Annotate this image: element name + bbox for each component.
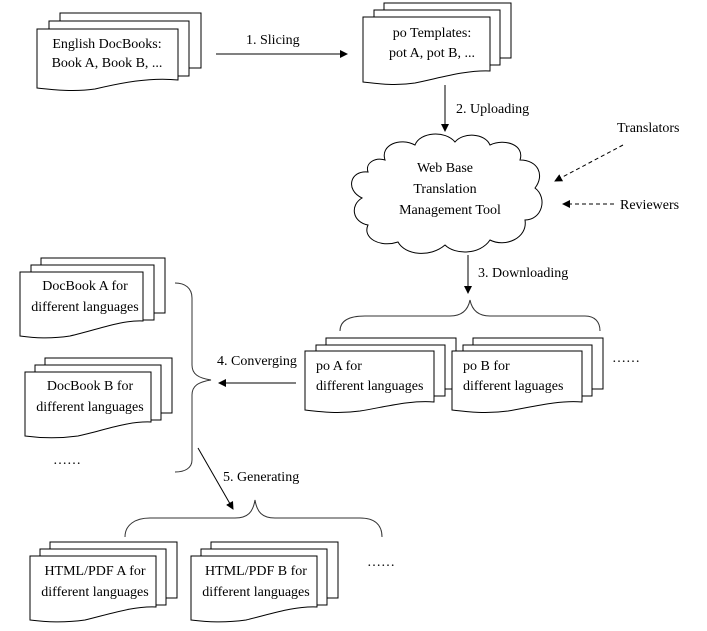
html-pdf-a-line-2: different languages bbox=[41, 585, 148, 600]
docbook-b-line-2: different languages bbox=[36, 400, 143, 415]
po-more-ellipsis: …… bbox=[612, 351, 640, 366]
reviewers-label: Reviewers bbox=[620, 198, 679, 213]
tool-line-1: Web Base bbox=[417, 161, 473, 176]
docbook-a-node: DocBook A for different languages bbox=[19, 257, 166, 339]
po-files-brace bbox=[339, 299, 601, 332]
html-pdf-brace bbox=[124, 499, 383, 538]
docbook-b-node: DocBook B for different languages bbox=[24, 357, 173, 439]
po-b-line-1: po B for bbox=[463, 359, 510, 374]
html-pdf-more-ellipsis: …… bbox=[367, 555, 395, 570]
html-pdf-b-node: HTML/PDF B for different languages bbox=[190, 541, 339, 623]
translation-tool-cloud: Web Base Translation Management Tool bbox=[351, 133, 543, 254]
po-b-line-2: different laguages bbox=[463, 379, 563, 394]
po-b-node: po B for different laguages bbox=[451, 337, 604, 414]
slicing-label: 1. Slicing bbox=[246, 33, 300, 48]
docbook-more-ellipsis: …… bbox=[53, 453, 81, 468]
english-docbooks-line-1: English DocBooks: bbox=[52, 37, 161, 52]
docbook-a-line-1: DocBook A for bbox=[42, 279, 128, 294]
po-templates-line-2: pot A, pot B, ... bbox=[389, 46, 475, 61]
english-docbooks-line-2: Book A, Book B, ... bbox=[52, 56, 163, 71]
translators-arrow bbox=[554, 144, 624, 182]
docbooks-brace bbox=[174, 282, 212, 473]
po-a-line-2: different languages bbox=[316, 379, 423, 394]
generating-label: 5. Generating bbox=[223, 470, 299, 485]
html-pdf-b-line-1: HTML/PDF B for bbox=[205, 564, 307, 579]
docbook-b-line-1: DocBook B for bbox=[47, 379, 134, 394]
downloading-label: 3. Downloading bbox=[478, 266, 568, 281]
docbook-a-line-2: different languages bbox=[31, 300, 138, 315]
uploading-label: 2. Uploading bbox=[456, 102, 529, 117]
po-a-line-1: po A for bbox=[316, 359, 362, 374]
tool-line-2: Translation bbox=[413, 182, 476, 197]
html-pdf-b-line-2: different languages bbox=[202, 585, 309, 600]
html-pdf-a-node: HTML/PDF A for different languages bbox=[29, 541, 178, 623]
translators-label: Translators bbox=[617, 121, 680, 136]
po-templates-line-1: po Templates: bbox=[393, 26, 471, 41]
english-docbooks-node: English DocBooks: Book A, Book B, ... bbox=[36, 12, 202, 92]
converging-label: 4. Converging bbox=[217, 354, 297, 369]
tool-line-3: Management Tool bbox=[399, 203, 501, 218]
generating-arrow bbox=[197, 447, 234, 510]
po-a-node: po A for different languages bbox=[304, 337, 457, 414]
po-templates-node: po Templates: pot A, pot B, ... bbox=[362, 2, 512, 86]
html-pdf-a-line-1: HTML/PDF A for bbox=[44, 564, 145, 579]
